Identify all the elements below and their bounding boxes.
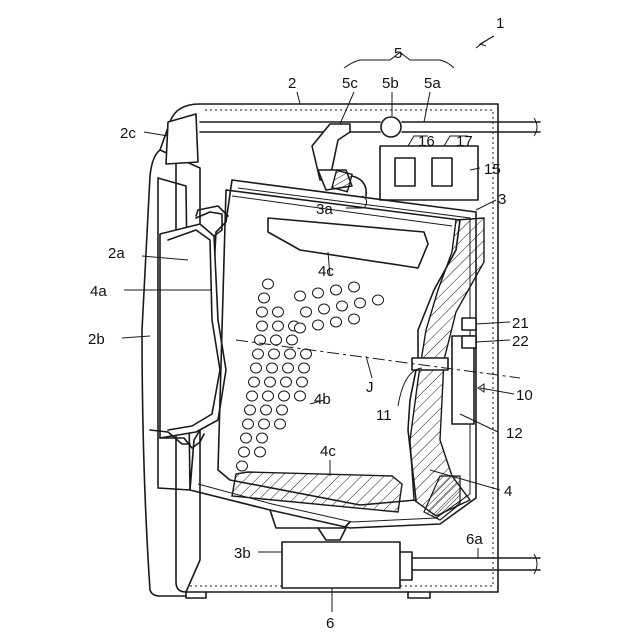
perforation-hole — [287, 335, 298, 345]
perforation-hole — [257, 307, 268, 317]
perforation-hole — [243, 419, 254, 429]
perforation-hole — [349, 282, 360, 292]
label-3: 3 — [498, 191, 506, 208]
perforation-hole — [249, 377, 260, 387]
perforation-hole — [283, 363, 294, 373]
label-2c: 2c — [120, 125, 136, 142]
label-4c-bottom: 4c — [320, 443, 336, 460]
drum-shaft — [412, 358, 448, 370]
perforation-hole — [251, 363, 262, 373]
perforation-hole — [271, 335, 282, 345]
perforation-hole — [331, 285, 342, 295]
perforation-hole — [265, 377, 276, 387]
perforation-hole — [349, 314, 360, 324]
perforation-hole — [253, 349, 264, 359]
label-10: 10 — [516, 387, 533, 404]
perforation-hole — [263, 279, 274, 289]
label-2b: 2b — [88, 331, 105, 348]
sensor-21 — [462, 318, 476, 330]
label-11: 11 — [376, 407, 392, 424]
label-3b: 3b — [234, 545, 251, 562]
perforation-hole — [285, 349, 296, 359]
label-5c: 5c — [342, 75, 358, 92]
perforation-hole — [267, 363, 278, 373]
component-17 — [432, 158, 452, 186]
top-control-panel — [166, 114, 198, 164]
motor-12 — [452, 336, 474, 424]
perforation-hole — [255, 447, 266, 457]
perforation-hole — [355, 298, 366, 308]
perforation-hole — [295, 291, 306, 301]
perforation-hole — [257, 321, 268, 331]
perforation-hole — [295, 391, 306, 401]
lifter-bottom — [232, 472, 402, 512]
label-17: 17 — [456, 133, 473, 150]
perforation-hole — [313, 288, 324, 298]
lifter-top — [268, 218, 428, 268]
label-4c-top: 4c — [318, 263, 334, 280]
label-4b: 4b — [314, 391, 331, 408]
label-4a: 4a — [90, 283, 107, 300]
label-2: 2 — [288, 75, 296, 92]
perforation-hole — [241, 433, 252, 443]
label-16: 16 — [418, 133, 435, 150]
label-15: 15 — [484, 161, 501, 178]
perforation-hole — [275, 419, 286, 429]
label-21: 21 — [512, 315, 529, 332]
perforation-hole — [295, 323, 306, 333]
rotation-axis-J — [236, 340, 520, 378]
label-12: 12 — [506, 425, 523, 442]
water-supply-assembly — [200, 117, 540, 196]
label-22: 22 — [512, 333, 529, 350]
perforation-hole — [269, 349, 280, 359]
control-box — [380, 146, 478, 200]
perforation-hole — [273, 307, 284, 317]
label-6: 6 — [326, 615, 334, 632]
perforation-hole — [237, 461, 248, 471]
drain-pump — [282, 528, 540, 588]
perforation-hole — [261, 405, 272, 415]
label-3a: 3a — [316, 201, 333, 218]
label-J: J — [366, 379, 374, 396]
label-5: 5 — [394, 45, 402, 62]
perforation-hole — [279, 391, 290, 401]
perforation-hole — [301, 349, 312, 359]
door-assembly — [150, 206, 228, 448]
label-1: 1 — [496, 15, 504, 32]
label-2a: 2a — [108, 245, 125, 262]
perforation-hole — [257, 433, 268, 443]
perforation-hole — [281, 377, 292, 387]
label-4: 4 — [504, 483, 512, 500]
perforation-hole — [331, 317, 342, 327]
label-5a: 5a — [424, 75, 441, 92]
perforation-hole — [277, 405, 288, 415]
label-5b: 5b — [382, 75, 399, 92]
perforation-hole — [313, 320, 324, 330]
drum-perforations — [237, 279, 384, 471]
perforation-hole — [247, 391, 258, 401]
perforation-hole — [319, 304, 330, 314]
water-valve — [381, 117, 401, 137]
perforation-hole — [337, 301, 348, 311]
perforation-hole — [273, 321, 284, 331]
component-16 — [395, 158, 415, 186]
perforation-hole — [299, 363, 310, 373]
perforation-hole — [301, 307, 312, 317]
perforation-hole — [259, 293, 270, 303]
perforation-hole — [245, 405, 256, 415]
perforation-hole — [297, 377, 308, 387]
perforation-hole — [239, 447, 250, 457]
pump-6 — [282, 542, 400, 588]
perforation-hole — [373, 295, 384, 305]
perforation-hole — [259, 419, 270, 429]
perforation-hole — [263, 391, 274, 401]
label-6a: 6a — [466, 531, 483, 548]
sensor-22 — [462, 336, 476, 348]
